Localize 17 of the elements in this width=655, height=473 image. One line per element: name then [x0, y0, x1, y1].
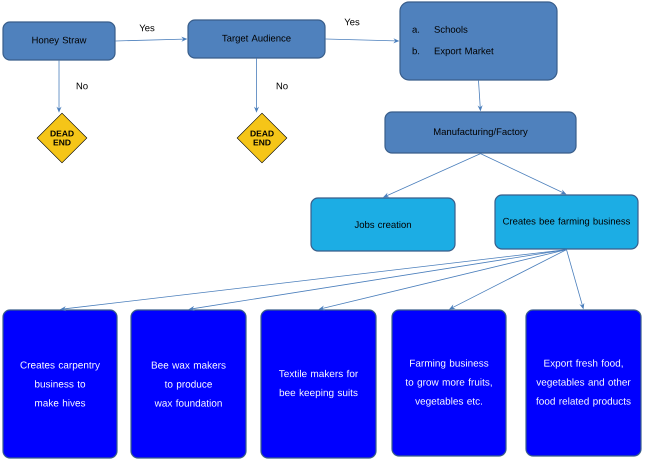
- edge-label: Yes: [138, 24, 156, 32]
- process-box: Manufacturing/Factory: [384, 111, 577, 154]
- dead-end-sign: DEAD END: [236, 112, 288, 164]
- edge-label: No: [74, 82, 90, 90]
- outcome-box: Export fresh food, vegetables and other food related products: [525, 309, 642, 457]
- process-box: Creates bee farming business: [494, 194, 639, 250]
- outcome-box: Farming business to grow more fruits, vegetables etc.: [391, 309, 507, 457]
- dead-end-sign: DEAD END: [36, 112, 88, 164]
- outcome-box: Creates carpentry business to make hives: [2, 309, 118, 459]
- process-box: Target Audience: [187, 19, 326, 59]
- list-box: a. Schools b. Export Market: [399, 1, 558, 81]
- outcome-box: Bee wax makers to produce wax foundation: [130, 309, 247, 459]
- edge-label: Yes: [343, 18, 361, 26]
- process-box: Jobs creation: [310, 197, 456, 252]
- edge-label: No: [274, 82, 290, 90]
- outcome-box: Textile makers for bee keeping suits: [260, 309, 377, 459]
- process-box: Honey Straw: [2, 21, 116, 61]
